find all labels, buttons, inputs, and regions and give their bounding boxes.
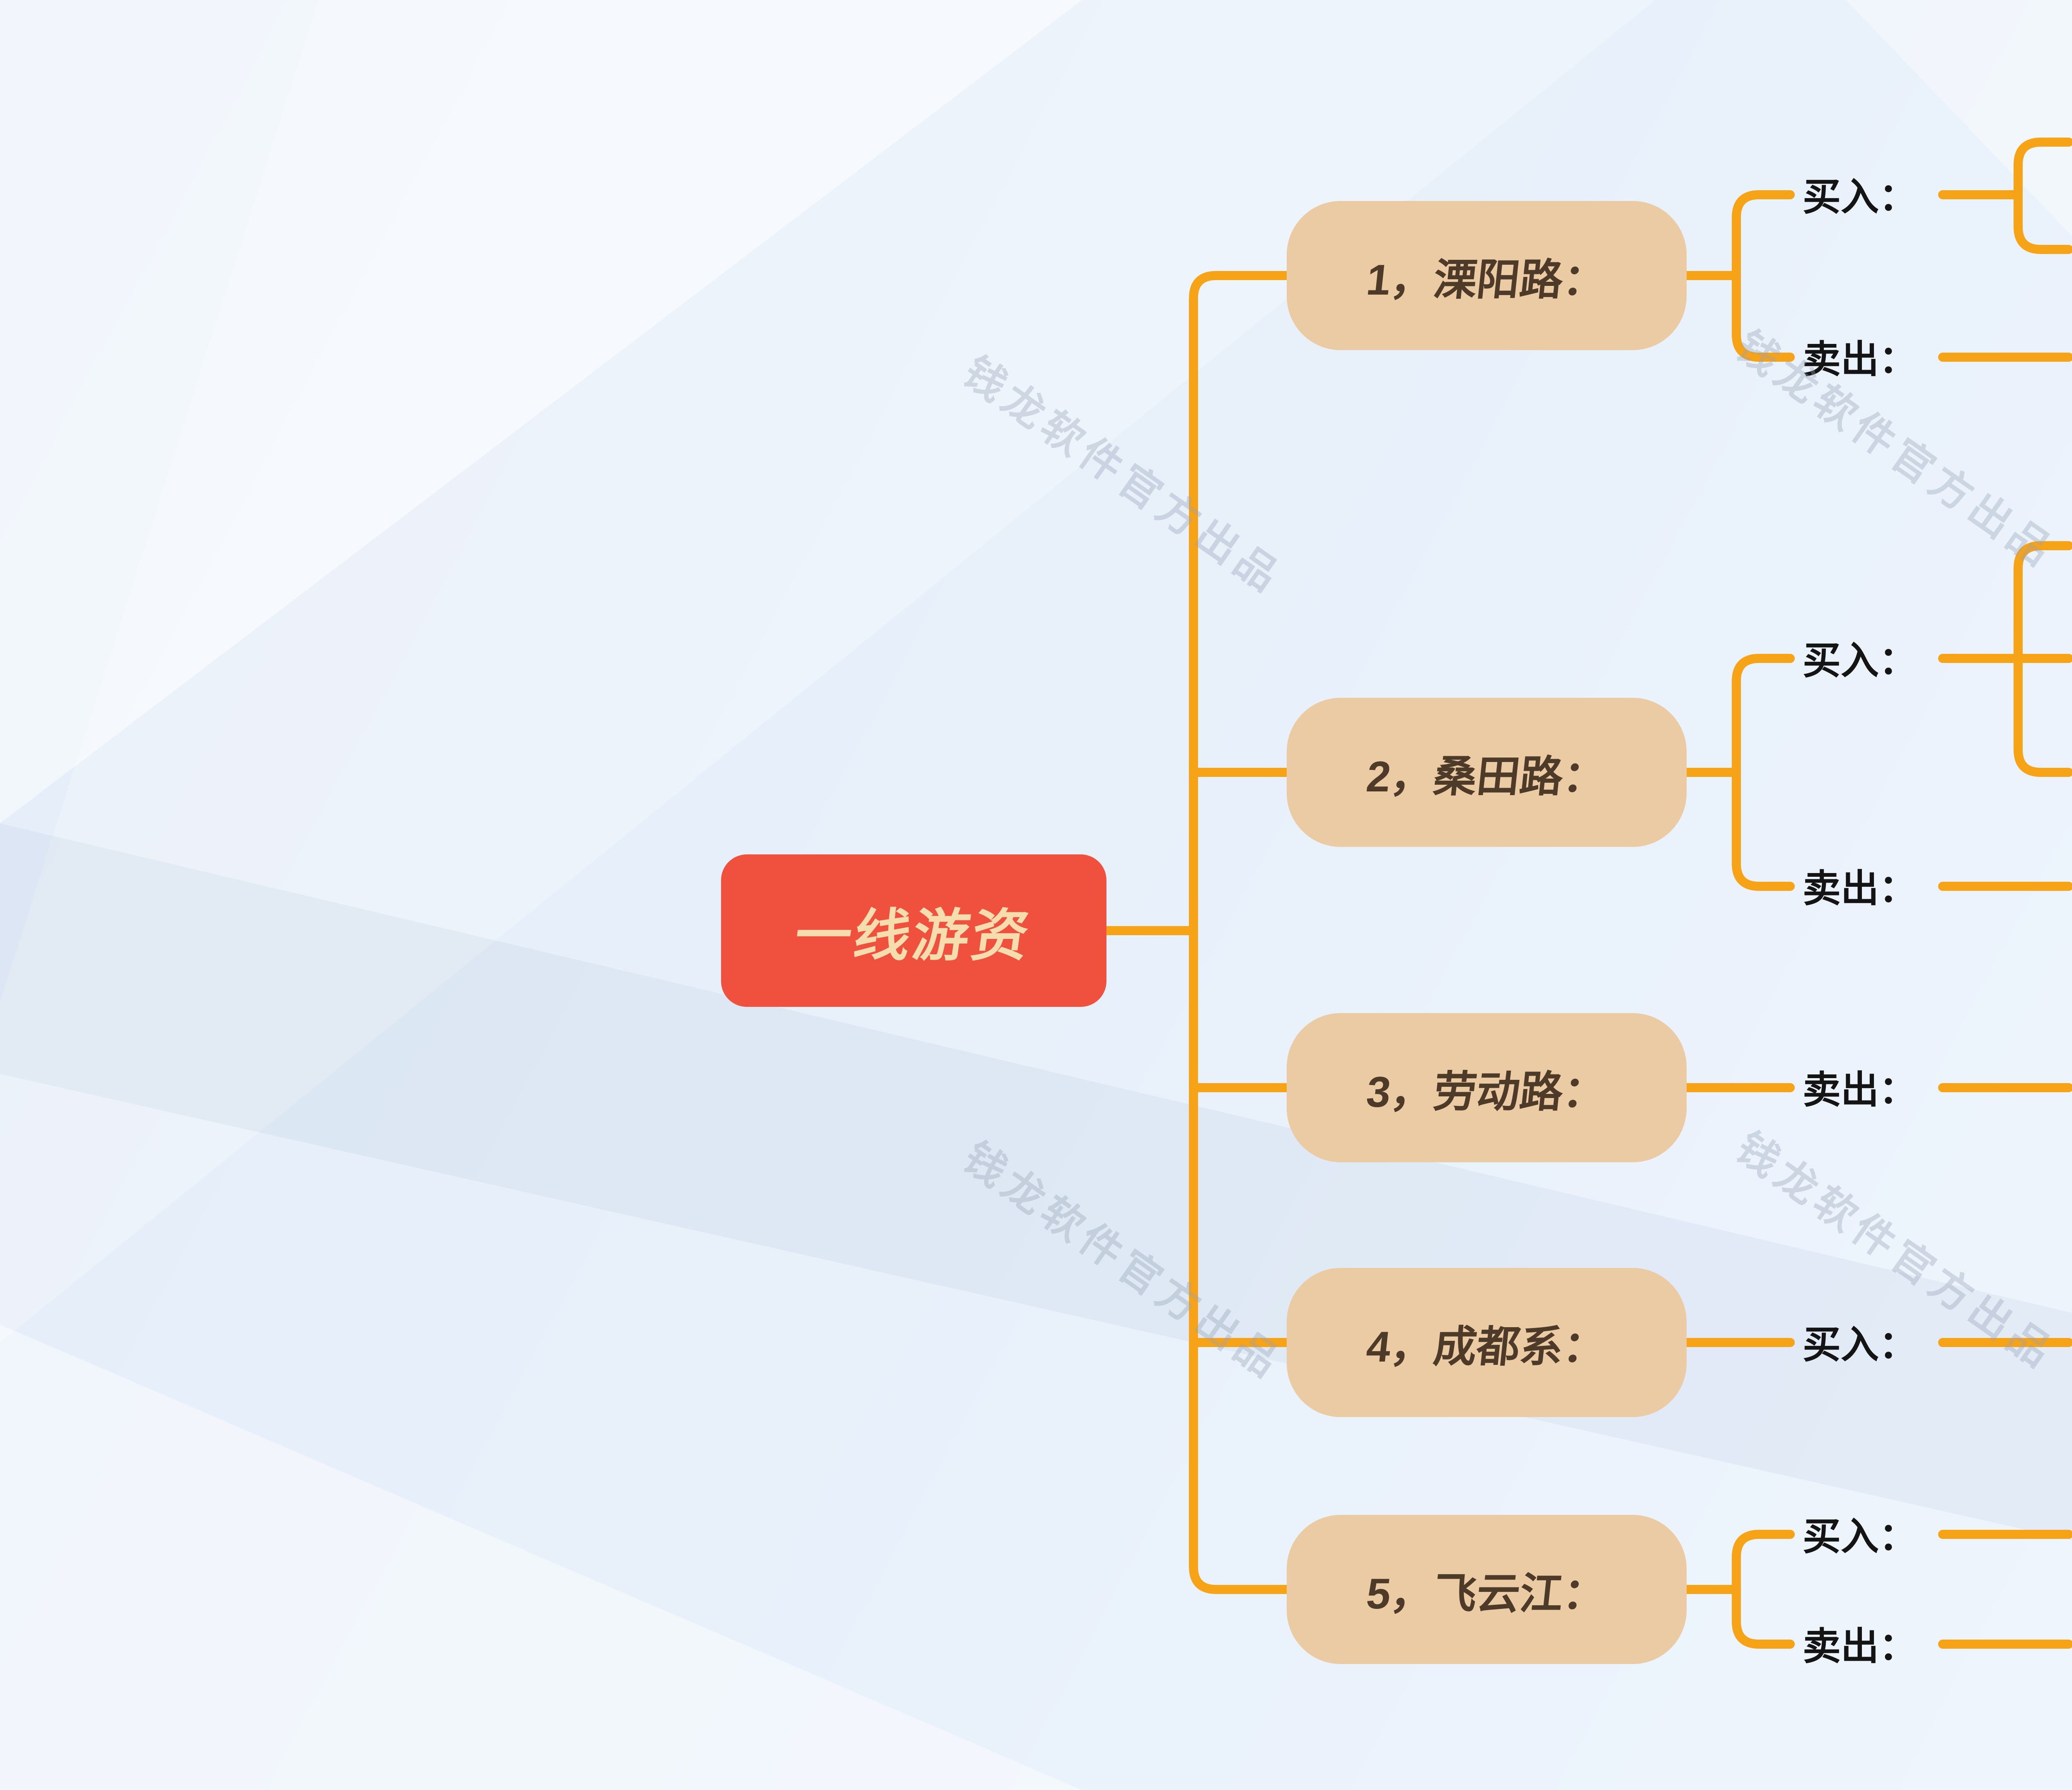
- root-node: 一线游资: [721, 854, 1106, 1007]
- branch-node-label: 1，溧阳路：: [1364, 256, 1609, 304]
- branch-node-label: 4，成都系：: [1364, 1323, 1609, 1371]
- branch-node: 5，飞云江：: [1287, 1515, 1687, 1664]
- group-label: 卖出：: [1803, 867, 1917, 910]
- group-label: 买入：: [1803, 1515, 1917, 1558]
- group-label: 买入：: [1803, 176, 1917, 218]
- branch-node-label: 5，飞云江：: [1364, 1570, 1609, 1618]
- branch-node: 3，劳动路：: [1287, 1013, 1687, 1162]
- branch-node-label: 2，桑田路：: [1364, 752, 1609, 801]
- group-label: 卖出：: [1803, 338, 1917, 381]
- group-label: 买入：: [1803, 1323, 1917, 1366]
- group-label: 卖出：: [1803, 1069, 1917, 1111]
- branch-node-label: 3，劳动路：: [1364, 1068, 1609, 1116]
- root-node-label: 一线游资: [791, 904, 1036, 967]
- group-label: 买入：: [1803, 639, 1917, 682]
- branch-node: 4，成都系：: [1287, 1268, 1687, 1417]
- branch-node: 2，桑田路：: [1287, 698, 1687, 847]
- group-label: 卖出：: [1803, 1625, 1917, 1668]
- branch-node: 1，溧阳路：: [1287, 201, 1687, 350]
